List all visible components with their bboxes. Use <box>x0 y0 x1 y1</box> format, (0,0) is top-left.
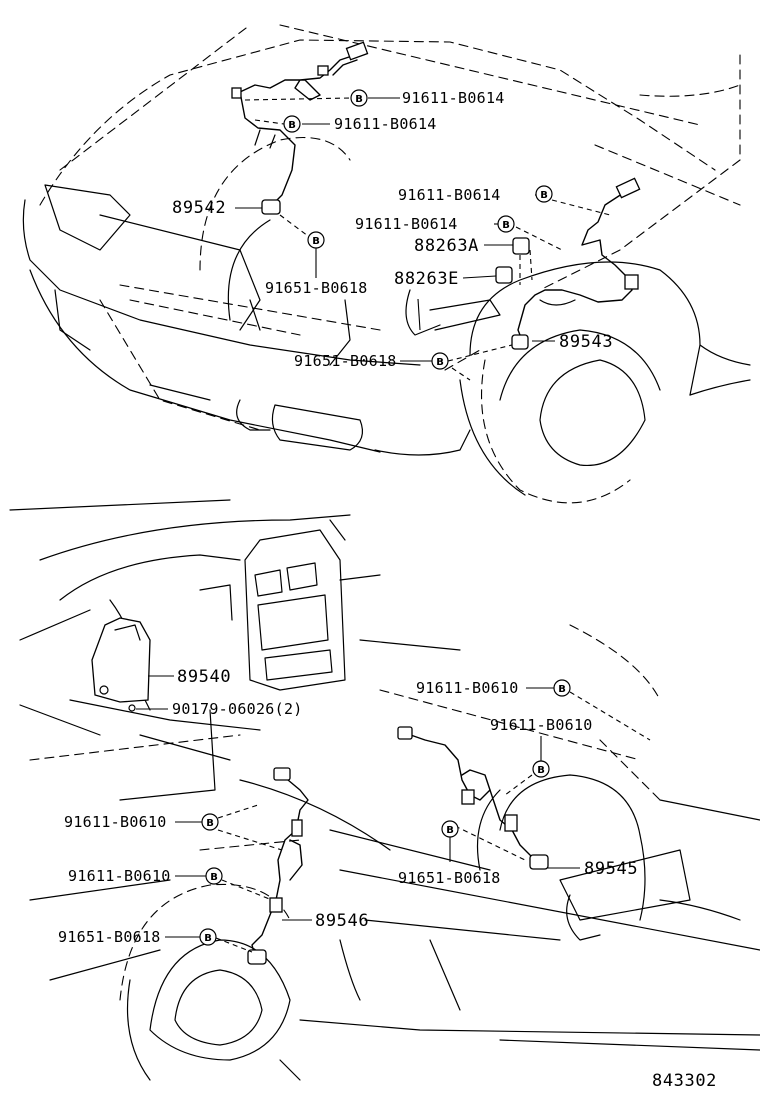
svg-text:B: B <box>502 220 510 231</box>
part-label: 89545 <box>584 859 638 879</box>
rear-vehicle-outline <box>29 624 760 1081</box>
svg-text:B: B <box>312 236 320 247</box>
badge-b-icon: B <box>350 89 368 107</box>
badge-group: B B B B B B B B B B B B <box>199 89 571 946</box>
badge-b-icon: B <box>307 231 325 249</box>
svg-text:B: B <box>537 765 545 776</box>
part-label: 91611-B0614 <box>398 186 501 204</box>
ecu-89540 <box>91 617 151 703</box>
part-labels: 91611-B0614 91611-B0614 91611-B0614 9161… <box>58 89 717 1091</box>
part-label: 90179-06026(2) <box>172 700 303 718</box>
part-label: 88263A <box>414 236 479 256</box>
clip-parts <box>495 237 533 285</box>
part-label: 91611-B0610 <box>416 679 519 697</box>
badge-b-icon: B <box>497 215 515 233</box>
badge-b-icon: B <box>532 760 550 778</box>
svg-text:B: B <box>558 684 566 695</box>
part-label: 89540 <box>177 667 231 687</box>
clip-88263e <box>495 266 513 284</box>
part-label: 89542 <box>172 198 226 218</box>
part-label: 89546 <box>315 911 369 931</box>
badge-b-icon: B <box>553 679 571 697</box>
svg-text:B: B <box>540 190 548 201</box>
badge-b-icon: B <box>199 928 217 946</box>
sensor-wire-89546 <box>247 767 309 965</box>
sensor-wire-89545 <box>397 726 549 870</box>
svg-text:B: B <box>204 933 212 944</box>
clip-88263a <box>512 237 530 255</box>
dashboard-outline <box>9 499 381 801</box>
badge-b-icon: B <box>535 185 553 203</box>
sensor-wire-89542 <box>231 41 369 215</box>
part-label: 91651-B0618 <box>265 279 368 297</box>
part-label: 91611-B0610 <box>68 867 171 885</box>
front-vehicle-outline <box>22 24 751 504</box>
badge-b-icon: B <box>205 867 223 885</box>
part-label: 91611-B0610 <box>490 716 593 734</box>
part-label: 91651-B0618 <box>58 928 161 946</box>
badge-b-icon: B <box>283 115 301 133</box>
part-label: 91611-B0610 <box>64 813 167 831</box>
svg-text:B: B <box>210 872 218 883</box>
sensor-wire-89543 <box>511 177 641 350</box>
svg-text:B: B <box>355 94 363 105</box>
svg-text:B: B <box>288 120 296 131</box>
badge-b-icon: B <box>201 813 219 831</box>
part-label: 91651-B0618 <box>398 869 501 887</box>
leader-lines <box>136 97 651 953</box>
svg-text:B: B <box>206 818 214 829</box>
svg-text:B: B <box>446 825 454 836</box>
part-label: 91611-B0614 <box>355 215 458 233</box>
part-label: 91611-B0614 <box>402 89 505 107</box>
part-label: 88263E <box>394 269 459 289</box>
part-label: 89543 <box>559 332 613 352</box>
svg-text:B: B <box>436 357 444 368</box>
part-label: 91651-B0618 <box>294 352 397 370</box>
badge-b-icon: B <box>441 820 459 838</box>
part-label: 91611-B0614 <box>334 115 437 133</box>
figure-number: 843302 <box>652 1071 717 1091</box>
badge-b-icon: B <box>431 352 449 370</box>
